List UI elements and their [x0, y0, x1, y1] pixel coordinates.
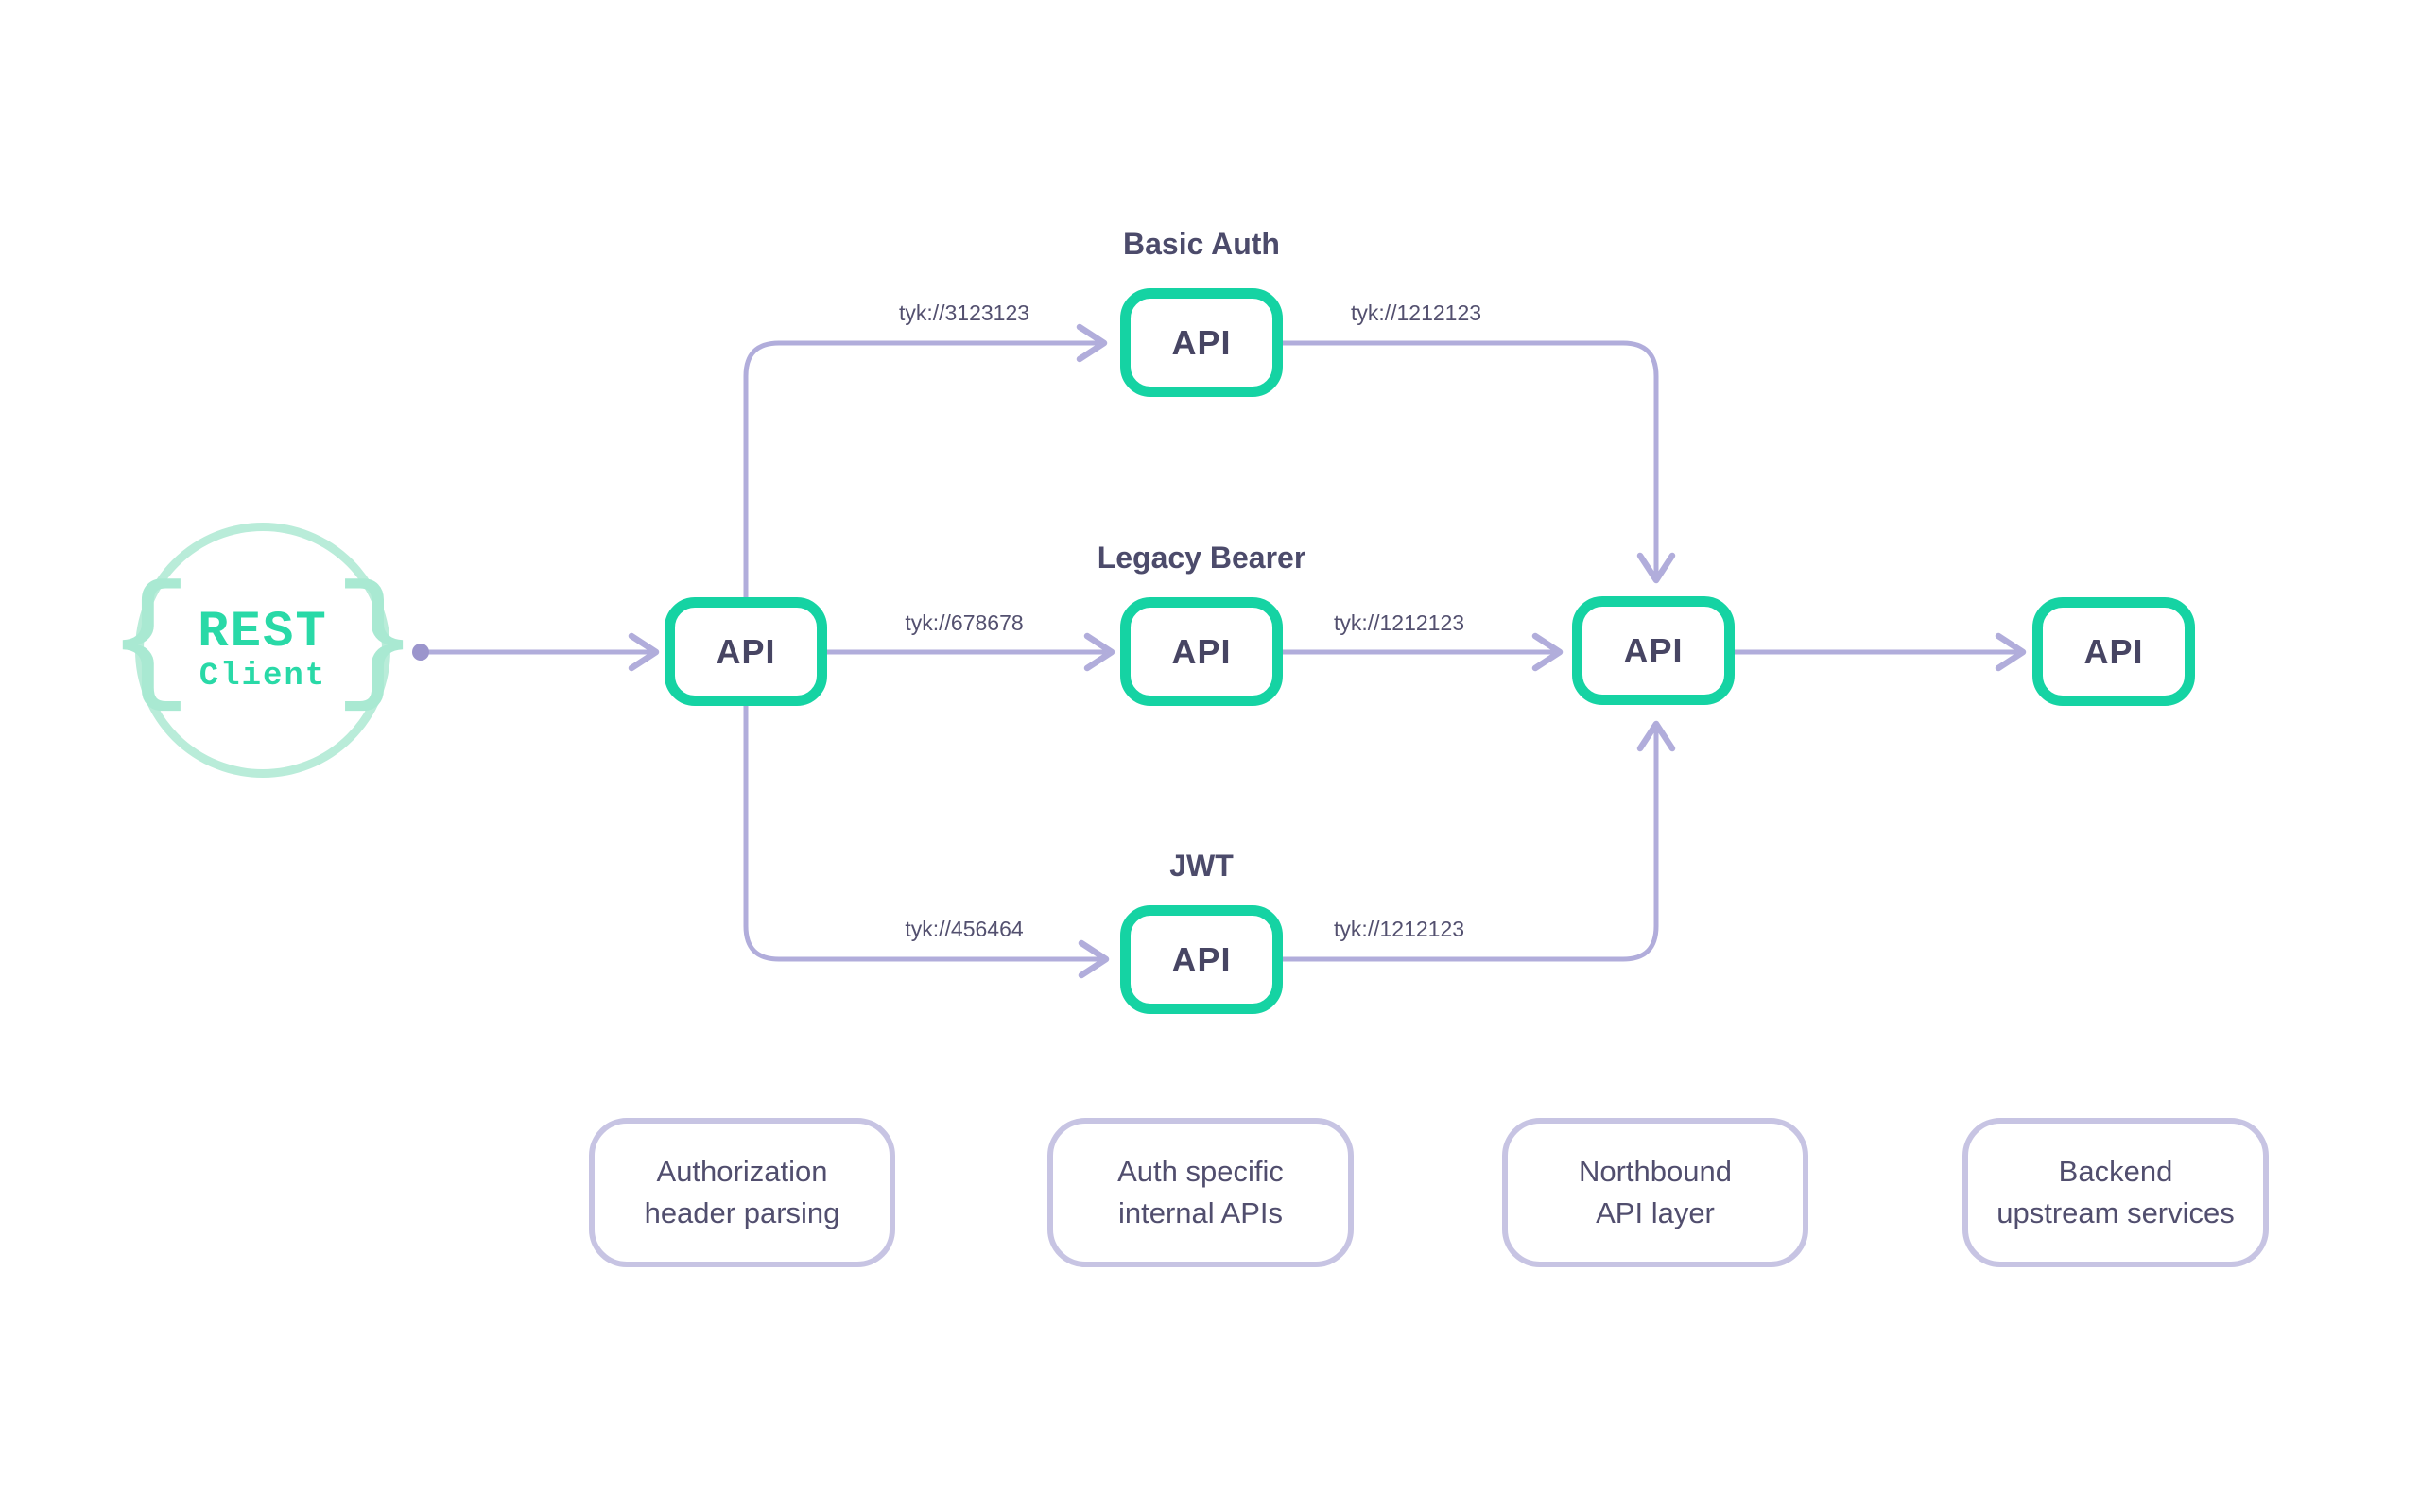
basic-auth-api-label: API: [1171, 322, 1232, 362]
rest-client-logo: { REST Client }: [107, 574, 419, 721]
edge-label-gateway-to-legacy: tyk://678678: [905, 610, 1024, 635]
jwt-api-label: API: [1171, 939, 1232, 979]
footnote-line: API layer: [1596, 1196, 1715, 1229]
jwt-api-node: API: [1120, 905, 1283, 1014]
edge-label-jwt-to-northbound: tyk://1212123: [1333, 917, 1465, 941]
footnote-northbound-api-layer: Northbound API layer: [1502, 1118, 1808, 1267]
edge-basic-to-northbound: [1283, 340, 1659, 575]
rest-client-line1: REST: [198, 603, 328, 662]
northbound-api-node: API: [1572, 596, 1735, 705]
footnote-auth-specific-internal-apis: Auth specific internal APIs: [1047, 1118, 1354, 1267]
edge-label-basic-to-northbound: tyk://1212123: [1350, 301, 1482, 325]
edge-start-dot: [412, 644, 429, 661]
legacy-bearer-api-node: API: [1120, 597, 1283, 706]
footnote-line: Auth specific: [1117, 1154, 1284, 1188]
left-brace-glyph: {: [107, 564, 193, 725]
edge-jwt-to-northbound: [1270, 730, 1659, 962]
gateway-api-label: API: [716, 631, 776, 671]
gateway-api-node: API: [665, 597, 827, 706]
edge-gateway-to-basic: [743, 340, 1098, 597]
backend-api-label: API: [2083, 631, 2144, 671]
backend-api-node: API: [2032, 597, 2195, 706]
basic-auth-api-node: API: [1120, 288, 1283, 397]
arrowhead-into-northbound-top: [1636, 552, 1676, 584]
footnote-line: Northbound: [1578, 1154, 1732, 1188]
arrowhead-into-northbound-left: [1531, 632, 1564, 672]
footnote-line: upstream services: [1996, 1196, 2235, 1229]
arrowhead-into-legacy: [1083, 632, 1115, 672]
arrowhead-into-basic: [1076, 323, 1108, 363]
arrowhead-into-northbound-bottom: [1636, 720, 1676, 752]
arrowhead-into-backend: [1995, 632, 2027, 672]
edge-label-gateway-to-basic: tyk://3123123: [898, 301, 1030, 325]
edge-label-gateway-to-jwt: tyk://456464: [905, 917, 1024, 941]
footnote-line: Authorization: [656, 1154, 828, 1188]
jwt-title: JWT: [1169, 849, 1234, 883]
footnote-backend-upstream-services: Backend upstream services: [1962, 1118, 2269, 1267]
footnote-authorization-header-parsing: Authorization header parsing: [589, 1118, 895, 1267]
legacy-bearer-api-label: API: [1171, 631, 1232, 671]
arrowhead-into-jwt: [1078, 939, 1110, 979]
rest-client-node: { REST Client }: [107, 523, 419, 778]
footnote-line: Backend: [2058, 1154, 2173, 1188]
right-brace-glyph: }: [333, 564, 419, 725]
legacy-bearer-title: Legacy Bearer: [1097, 541, 1306, 575]
arrowhead-into-gateway: [628, 632, 660, 672]
footnote-line: header parsing: [644, 1196, 840, 1229]
rest-client-line2: Client: [199, 658, 327, 695]
northbound-api-label: API: [1623, 630, 1684, 670]
basic-auth-title: Basic Auth: [1123, 227, 1280, 261]
edge-gateway-to-jwt: [743, 706, 1100, 962]
edge-label-legacy-to-northbound: tyk://1212123: [1333, 610, 1465, 635]
footnote-line: internal APIs: [1117, 1196, 1284, 1229]
